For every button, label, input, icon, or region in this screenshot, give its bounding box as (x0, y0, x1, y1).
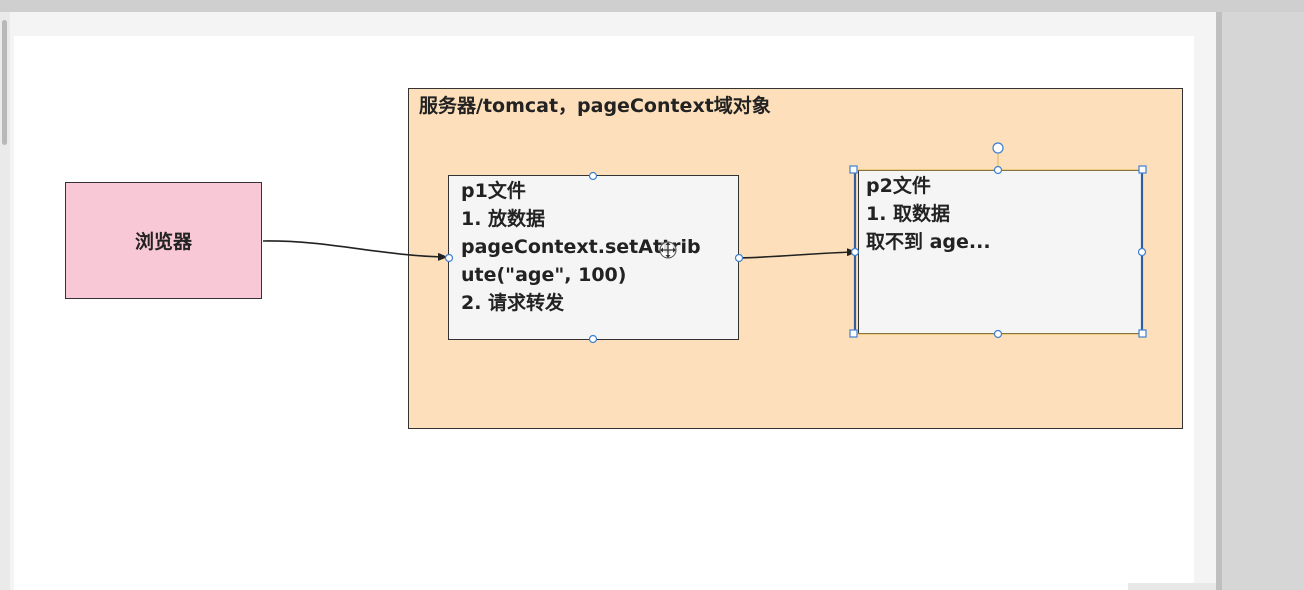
p1-line: pageContext.setAttrib (461, 236, 701, 258)
p2-handle-left[interactable] (850, 247, 860, 257)
canvas-edge-shadow (1216, 12, 1222, 590)
p1-line: 1. 放数据 (461, 208, 546, 230)
p1-handle-left[interactable] (444, 253, 454, 263)
p1-line: 2. 请求转发 (461, 292, 565, 314)
p1-handle-right[interactable] (734, 253, 744, 263)
resize-handle-bottom-right[interactable] (1138, 329, 1147, 338)
p1-file-text: p1文件 1. 放数据 pageContext.setAttrib ute("a… (461, 177, 701, 317)
p1-file-node[interactable] (448, 175, 739, 340)
canvas-corner (1128, 583, 1216, 590)
server-title: 服务器/tomcat，pageContext域对象 (419, 95, 771, 117)
p2-handle-bottom[interactable] (993, 329, 1003, 339)
vertical-scrollbar[interactable] (0, 12, 10, 590)
arrow-p1-to-p2[interactable] (738, 248, 857, 259)
scrollbar-thumb[interactable] (2, 20, 7, 145)
move-cursor-icon (659, 241, 677, 259)
right-side-panel (1222, 12, 1304, 590)
p2-line: 取不到 age... (866, 231, 991, 253)
p2-line: p2文件 (866, 175, 931, 197)
p1-handle-bottom[interactable] (588, 334, 598, 344)
resize-handle-top-right[interactable] (1138, 165, 1147, 174)
browser-label: 浏览器 (134, 231, 192, 253)
browser-node[interactable]: 浏览器 (65, 182, 262, 299)
p2-handle-right[interactable] (1137, 247, 1147, 257)
arrow-browser-to-p1[interactable] (262, 240, 448, 261)
p1-connection-handles[interactable] (444, 171, 744, 344)
p1-line: ute("age", 100) (461, 264, 627, 286)
resize-handle-bottom-left[interactable] (849, 329, 858, 338)
p2-line: 1. 取数据 (866, 203, 951, 225)
p2-handle-top[interactable] (993, 165, 1003, 175)
p1-handle-top[interactable] (588, 171, 598, 181)
p2-file-text: p2文件 1. 取数据 取不到 age... (866, 172, 991, 256)
p2-selection-frame[interactable] (849, 142, 1147, 339)
p1-line: p1文件 (461, 180, 526, 202)
rotate-handle[interactable] (992, 142, 1004, 154)
resize-handle-top-left[interactable] (849, 165, 858, 174)
